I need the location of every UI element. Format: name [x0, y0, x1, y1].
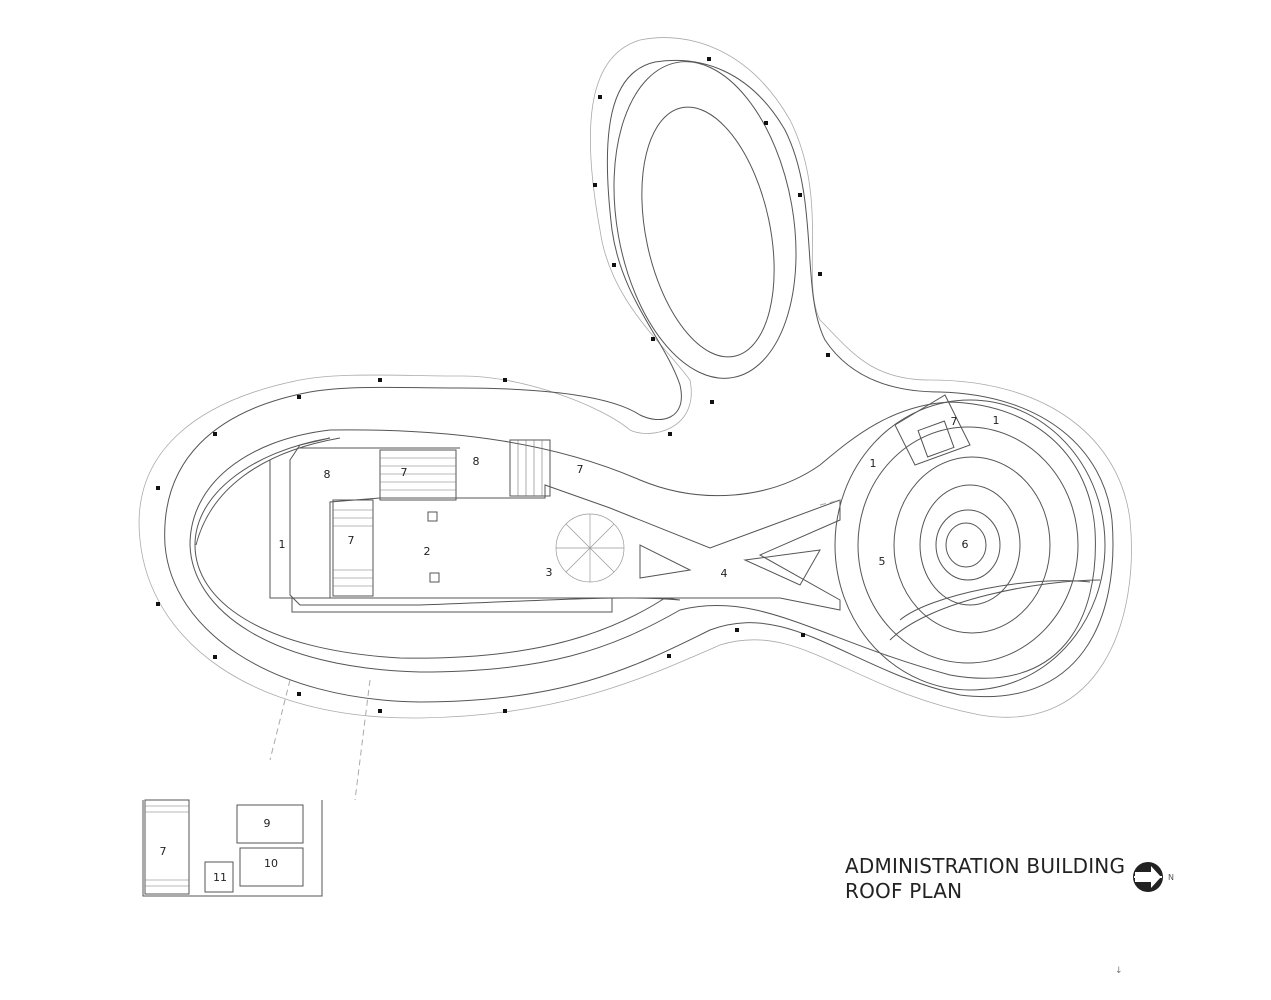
room-label-7-stair-b: 7: [577, 463, 584, 476]
roof-vent: [429, 572, 440, 583]
room-label-7-stair-e: 7: [160, 845, 167, 858]
stair-a-treads: [333, 509, 373, 587]
skylight-triangle-right: [743, 549, 821, 586]
tower-ring-center: [945, 522, 987, 568]
north-arrow-icon: [1133, 862, 1163, 892]
drawing-title: ADMINISTRATION BUILDING ROOF PLAN: [845, 854, 1125, 904]
lift-core: [917, 420, 955, 458]
drawing-title-line1: ADMINISTRATION BUILDING: [845, 854, 1126, 878]
room-label-8-b: 8: [473, 455, 480, 468]
drawing-title-line2: ROOF PLAN: [845, 879, 963, 903]
corner-mark: ↓: [1115, 966, 1123, 976]
room-label-1-left: 1: [279, 538, 286, 551]
stair-e-treads: [145, 805, 189, 887]
inset-outline: [142, 800, 323, 897]
stair-c: [509, 439, 551, 497]
room-label-5: 5: [879, 555, 886, 568]
columns: [156, 57, 830, 713]
stair-b: [379, 449, 457, 501]
canopy-outline: [138, 37, 1132, 719]
room-label-8-a: 8: [324, 468, 331, 481]
room-label-7-stair-c: 7: [348, 534, 355, 547]
room-label-3: 3: [546, 566, 553, 579]
skylight-triangle-left: [639, 544, 692, 579]
room-label-6: 6: [962, 538, 969, 551]
tower-ring-mid: [857, 426, 1079, 664]
stair-b-treads: [380, 457, 456, 491]
stair-e: [144, 799, 190, 895]
room-label-2: 2: [424, 545, 431, 558]
podium-strip: [291, 597, 613, 613]
tower-ring-outer: [834, 399, 1106, 691]
room-10-box: [239, 847, 304, 887]
roof-edge: [189, 401, 1096, 679]
room-label-1-right-a: 1: [870, 457, 877, 470]
room-label-4: 4: [721, 567, 728, 580]
room-9-box: [236, 804, 304, 844]
section-dashes: [269, 499, 841, 801]
tower-ring-core: [935, 509, 1001, 581]
central-court: [194, 437, 681, 659]
ramp-curve: [889, 579, 1101, 641]
stair-a: [332, 499, 374, 597]
tree-symbol: [555, 513, 625, 583]
pond-oval-inner: [641, 106, 775, 358]
room-label-7-stair-a: 7: [401, 466, 408, 479]
pond-oval-outer: [613, 61, 797, 379]
stair-tower: [894, 394, 971, 466]
tower-ring-2: [893, 456, 1051, 634]
room-label-9: 9: [264, 817, 271, 830]
ramp-curve-2: [899, 580, 1091, 621]
building-outline: [164, 59, 1114, 703]
room-11-box: [204, 861, 234, 893]
room-label-1-right-b: 1: [993, 414, 1000, 427]
main-block: [269, 460, 841, 611]
room-label-7-stair-d: 7: [951, 415, 958, 428]
stair-c-treads: [517, 440, 543, 496]
court-edge: [195, 437, 341, 546]
tower-ring-3: [919, 484, 1021, 606]
room-label-10: 10: [264, 857, 278, 870]
roof-vent: [427, 511, 438, 522]
room-label-11: 11: [213, 871, 227, 884]
north-label: N: [1168, 873, 1174, 882]
